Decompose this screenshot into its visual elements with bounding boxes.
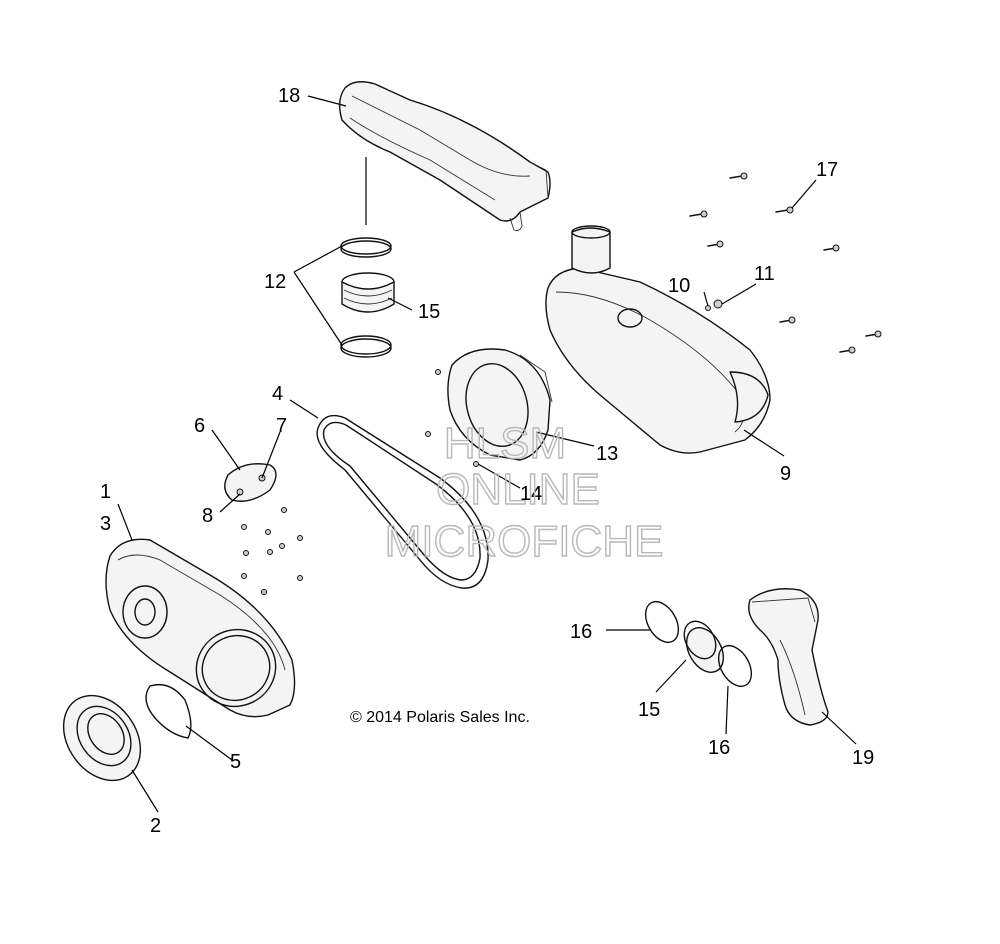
callout-10: 10 [668,275,690,297]
fastener-group-center [241,369,479,595]
callout-5: 5 [230,751,241,773]
watermark-line-2: ONLINE [436,465,600,514]
callout-16-left: 16 [570,621,592,643]
fastener-group-right [689,172,882,354]
hose-clamp-lower [340,335,392,358]
intake-duct-upper [338,81,551,231]
watermark-line-3: MICROFICHE [385,517,664,566]
hose-clamp-upper [340,237,392,258]
callout-15-upper: 15 [418,301,440,323]
leader-lines [117,95,857,813]
watermark: HLSM ONLINE MICROFICHE [384,418,664,566]
intake-duct-lower [748,588,829,726]
callout-4: 4 [272,383,283,405]
callout-numbers: 18 12 15 4 6 7 8 1 3 5 2 13 14 9 10 11 1… [100,85,874,837]
callout-16-right: 16 [708,737,730,759]
callout-6: 6 [194,415,205,437]
coupler-upper [341,272,395,313]
hose-clamp-lower-right [717,645,753,687]
callout-13: 13 [596,443,618,465]
clutch-inner-cover [105,538,296,718]
hose-clamp-lower-left [644,601,680,643]
callout-18: 18 [278,85,300,107]
inspection-plate [224,463,277,502]
gasket [145,683,192,739]
callout-11: 11 [754,263,775,285]
callout-15-lower: 15 [638,699,660,721]
callout-1: 1 [100,481,111,503]
copyright-text: © 2014 Polaris Sales Inc. [350,709,530,726]
clutch-outer-housing [545,225,771,454]
callout-7: 7 [276,415,287,437]
callout-14: 14 [520,483,542,505]
callout-17: 17 [816,159,838,181]
callout-2: 2 [150,815,161,837]
drive-belt [316,414,489,589]
callout-3: 3 [100,513,111,535]
callout-12: 12 [264,271,286,293]
coupler-lower [683,620,725,673]
callout-9: 9 [780,463,791,485]
watermark-line-1: HLSM [444,419,566,468]
callout-8: 8 [202,505,213,527]
inner-cover-plate [447,348,553,461]
callout-19: 19 [852,747,874,769]
seal-ring [62,694,142,782]
